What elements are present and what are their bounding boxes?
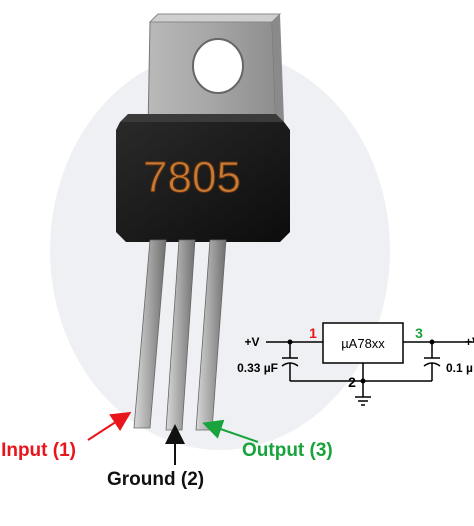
pin2-number: 2 (348, 374, 356, 390)
output-arrow (202, 419, 259, 443)
regulator-block (322, 322, 404, 364)
leads (133, 239, 227, 431)
junction-dot (287, 339, 293, 345)
package-body (116, 114, 290, 242)
mounting-hole (192, 38, 244, 94)
pin3-number: 3 (415, 325, 423, 341)
part-marking: 7805 (143, 153, 241, 202)
input-arrow (87, 411, 132, 441)
ground-pin-label: Ground (2) (107, 469, 205, 490)
output-pin-label: Output (3) (242, 440, 333, 461)
schematic: µA78xx 1 3 2 +V +V 0.33 µF 0.1 µ (237, 322, 474, 406)
pin1-number: 1 (309, 325, 317, 341)
input-pin-label: Input (1) (1, 440, 76, 461)
vin-label: +V (244, 335, 259, 349)
vout-label: +V (465, 335, 474, 349)
cin-label: 0.33 µF (237, 361, 278, 375)
regulator-label: µA78xx (341, 336, 385, 351)
junction-dot (429, 339, 435, 345)
heatsink-tab (147, 13, 284, 131)
cout-label: 0.1 µ (446, 361, 473, 375)
lead-input (133, 239, 167, 429)
